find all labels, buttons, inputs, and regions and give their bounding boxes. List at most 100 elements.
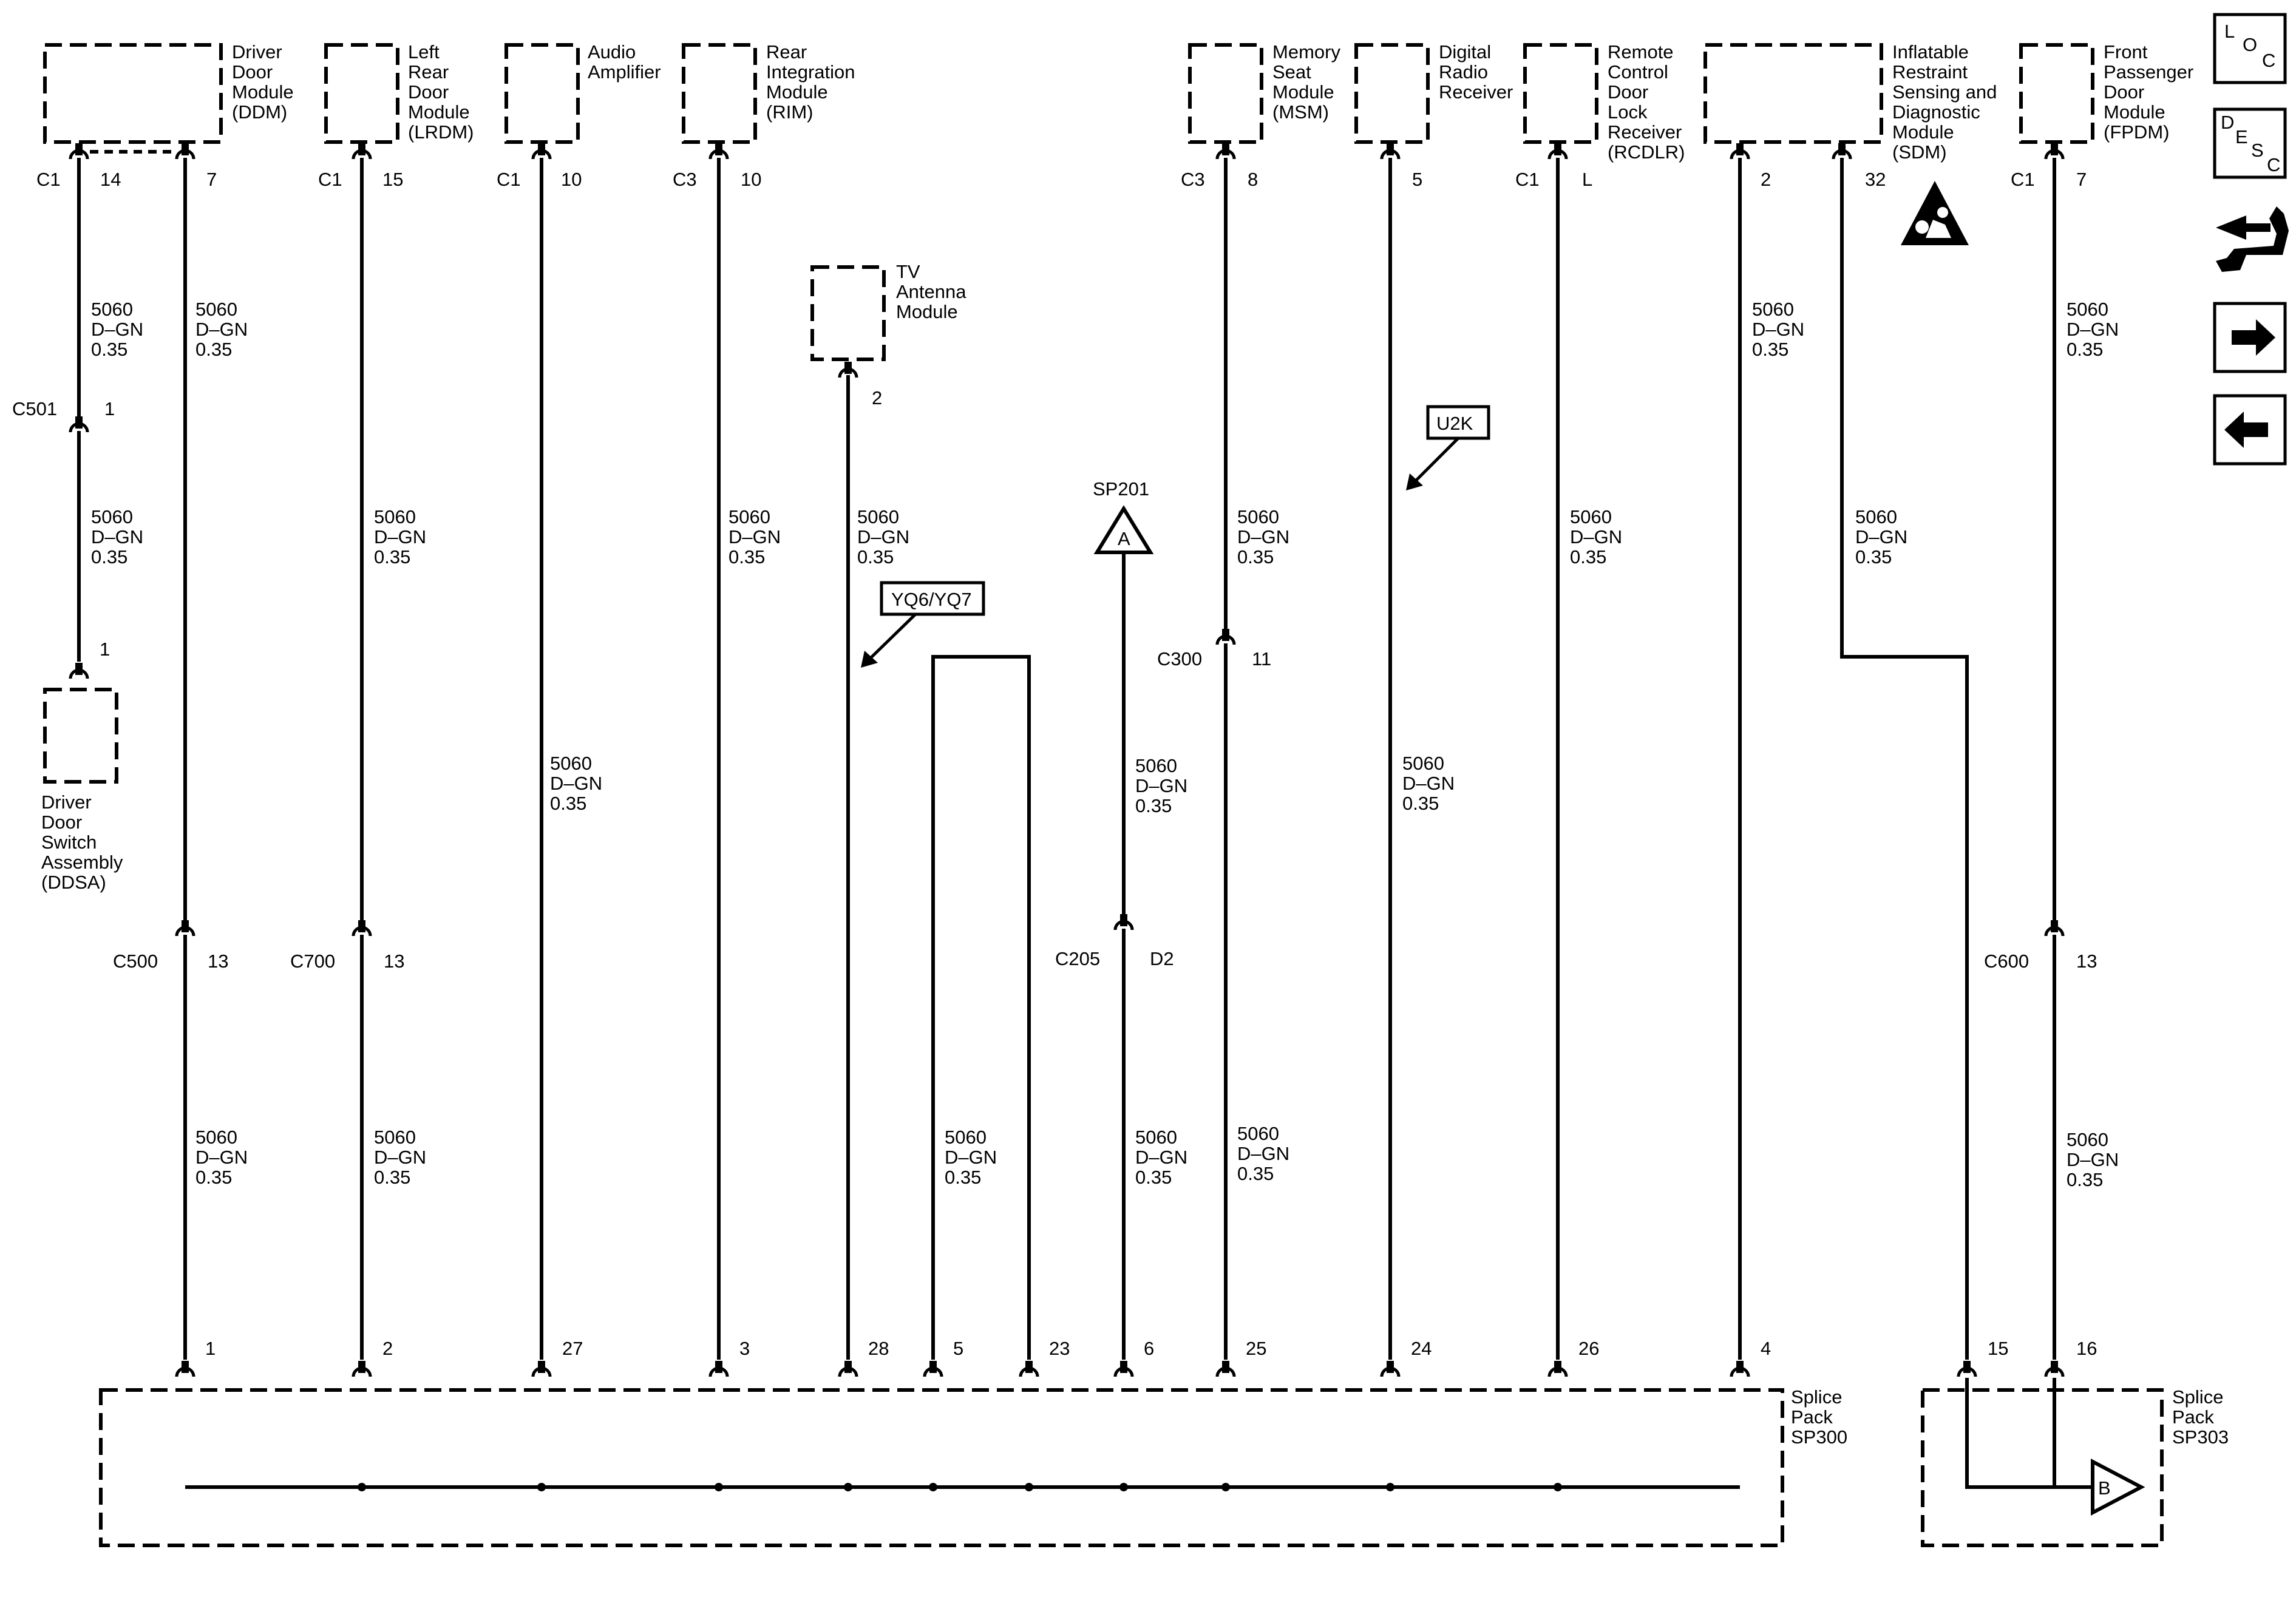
splice-pin-terminal-4 <box>838 1361 858 1377</box>
fpdm-connector-c1: C1 <box>2011 169 2035 190</box>
c300-pin-11: 11 <box>1252 648 1271 670</box>
splice-pin-terminal-0 <box>175 1361 195 1377</box>
c500-terminal <box>175 920 195 937</box>
c700-label: C700 <box>290 951 335 972</box>
fpdm-pin-7-terminal <box>2044 143 2065 160</box>
location-letter-c: C <box>2262 50 2275 71</box>
radio-pin-5-terminal <box>1380 143 1401 160</box>
sdm-pin-32-terminal <box>1832 143 1852 160</box>
splice-junction-dot-6 <box>1119 1483 1128 1491</box>
ddm-box <box>43 43 223 144</box>
sp303-box <box>1921 1388 2164 1547</box>
sp300-pin-24: 24 <box>1411 1338 1432 1359</box>
splice-pin-terminal-2 <box>531 1361 552 1377</box>
yq6-option-box[interactable] <box>880 581 985 616</box>
sp300-pin-23: 23 <box>1049 1338 1070 1359</box>
sp300-pin-6: 6 <box>1144 1338 1154 1359</box>
splice-junction-dot-4 <box>929 1483 937 1491</box>
splice-junction-dot-3 <box>844 1483 852 1491</box>
c500-pin-13: 13 <box>208 951 228 972</box>
c300-label: C300 <box>1157 648 1202 670</box>
msm-box <box>1188 43 1263 144</box>
right-arrow-icon <box>2232 319 2275 356</box>
splice-pin-terminal-3 <box>708 1361 729 1377</box>
sdm-box <box>1703 43 1883 144</box>
lrdm-pin-15-terminal <box>352 143 372 160</box>
splice-junction-dot-0 <box>358 1483 366 1491</box>
tv-pin-2-terminal <box>838 362 858 378</box>
sp300-box <box>99 1388 1784 1547</box>
sp300-pin-2: 2 <box>382 1338 393 1359</box>
c205-pin-d2: D2 <box>1150 948 1174 969</box>
rcdlr-pin-l-terminal <box>1547 143 1568 160</box>
u2k-option-label: U2K <box>1436 413 1473 434</box>
splice-dots <box>358 1483 1562 1491</box>
splice-pin-terminal-10 <box>1547 1361 1568 1377</box>
rcdlr-box <box>1523 43 1598 144</box>
splice-junction-dot-5 <box>1025 1483 1033 1491</box>
next-page-button[interactable] <box>2213 302 2287 373</box>
radio-pin-5: 5 <box>1412 169 1422 190</box>
ddsa-pin-1: 1 <box>100 639 110 660</box>
sp300-pin-3: 3 <box>739 1338 750 1359</box>
msm-pin-8-terminal <box>1215 143 1236 160</box>
description-letter-e: E <box>2235 126 2248 147</box>
location-button[interactable]: L O C <box>2213 13 2287 84</box>
sp300-pin-25: 25 <box>1246 1338 1266 1359</box>
sp300-pin-26: 26 <box>1578 1338 1599 1359</box>
description-button[interactable]: D E S C <box>2213 107 2287 179</box>
rim-pin-10-terminal <box>708 143 729 160</box>
msm-pin-8: 8 <box>1248 169 1258 190</box>
c700-pin-13: 13 <box>384 951 404 972</box>
c600-terminal <box>2044 920 2065 937</box>
amp-box <box>504 43 580 144</box>
ddsa-box <box>43 688 118 784</box>
splice-pin-terminal-9 <box>1380 1361 1401 1377</box>
c600-label: C600 <box>1984 951 2029 972</box>
left-arrow-icon <box>2224 412 2268 448</box>
description-letter-s: S <box>2251 140 2264 161</box>
c501-label: C501 <box>12 398 57 419</box>
splice-pin-terminal-6 <box>1019 1361 1039 1377</box>
sp303-reference-triangle[interactable] <box>2091 1459 2145 1516</box>
ddm-pin-14-terminal <box>69 143 89 160</box>
splice-junction-dot-7 <box>1221 1483 1230 1491</box>
sdm-pin-2: 2 <box>1761 169 1771 190</box>
splice-pin-terminal-1 <box>352 1361 372 1377</box>
rim-box <box>682 43 757 144</box>
sdm-pin-2-terminal <box>1730 143 1750 160</box>
sp303-pin-15: 15 <box>1988 1338 2008 1359</box>
sp300-pin-27: 27 <box>562 1338 583 1359</box>
previous-page-button[interactable] <box>2213 394 2287 466</box>
sp201-reference-triangle[interactable] <box>1093 505 1154 554</box>
airbag-warning-icon <box>1901 181 1969 245</box>
sp300-pin-28: 28 <box>868 1338 889 1359</box>
sdm-pin-32: 32 <box>1865 169 1886 190</box>
c500-label: C500 <box>113 951 158 972</box>
ddm-pin-7: 7 <box>206 169 217 190</box>
tv-antenna-box <box>810 265 886 361</box>
c501-terminal <box>69 416 89 433</box>
ddm-pin-14: 14 <box>100 169 121 190</box>
amp-pin-10-terminal <box>531 143 552 160</box>
connector-tools-button[interactable] <box>2216 206 2289 272</box>
splice-junction-dot-2 <box>715 1483 723 1491</box>
